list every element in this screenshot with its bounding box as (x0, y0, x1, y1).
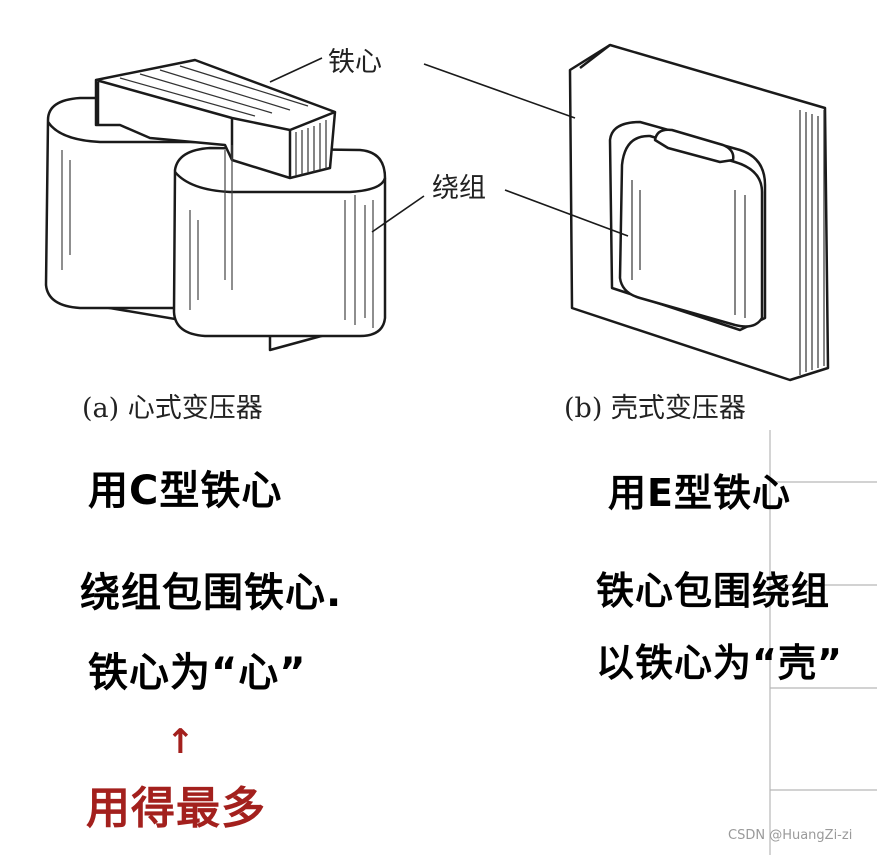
note-left-arrow: ↑ (166, 722, 196, 762)
note-right-line3: 以铁心为“壳” (596, 632, 843, 687)
watermark: CSDN @HuangZi-zi (728, 828, 852, 843)
winding-label: 绕组 (432, 166, 486, 205)
note-left-line1: 用C型铁心 (88, 458, 282, 516)
core-type-transformer (46, 60, 385, 350)
note-right-line1: 用E型铁心 (608, 462, 791, 517)
note-left-line2: 绕组包围铁心. (80, 560, 342, 618)
caption-shell-type: (b) 壳式变压器 (564, 386, 746, 425)
note-right-line2: 铁心包围绕组 (596, 560, 830, 615)
core-label: 铁心 (328, 40, 382, 79)
shell-type-transformer (570, 45, 828, 380)
caption-core-type: (a) 心式变压器 (82, 386, 263, 425)
note-left-emphasis: 用得最多 (86, 772, 266, 836)
note-left-line3: 铁心为“心” (88, 640, 307, 698)
